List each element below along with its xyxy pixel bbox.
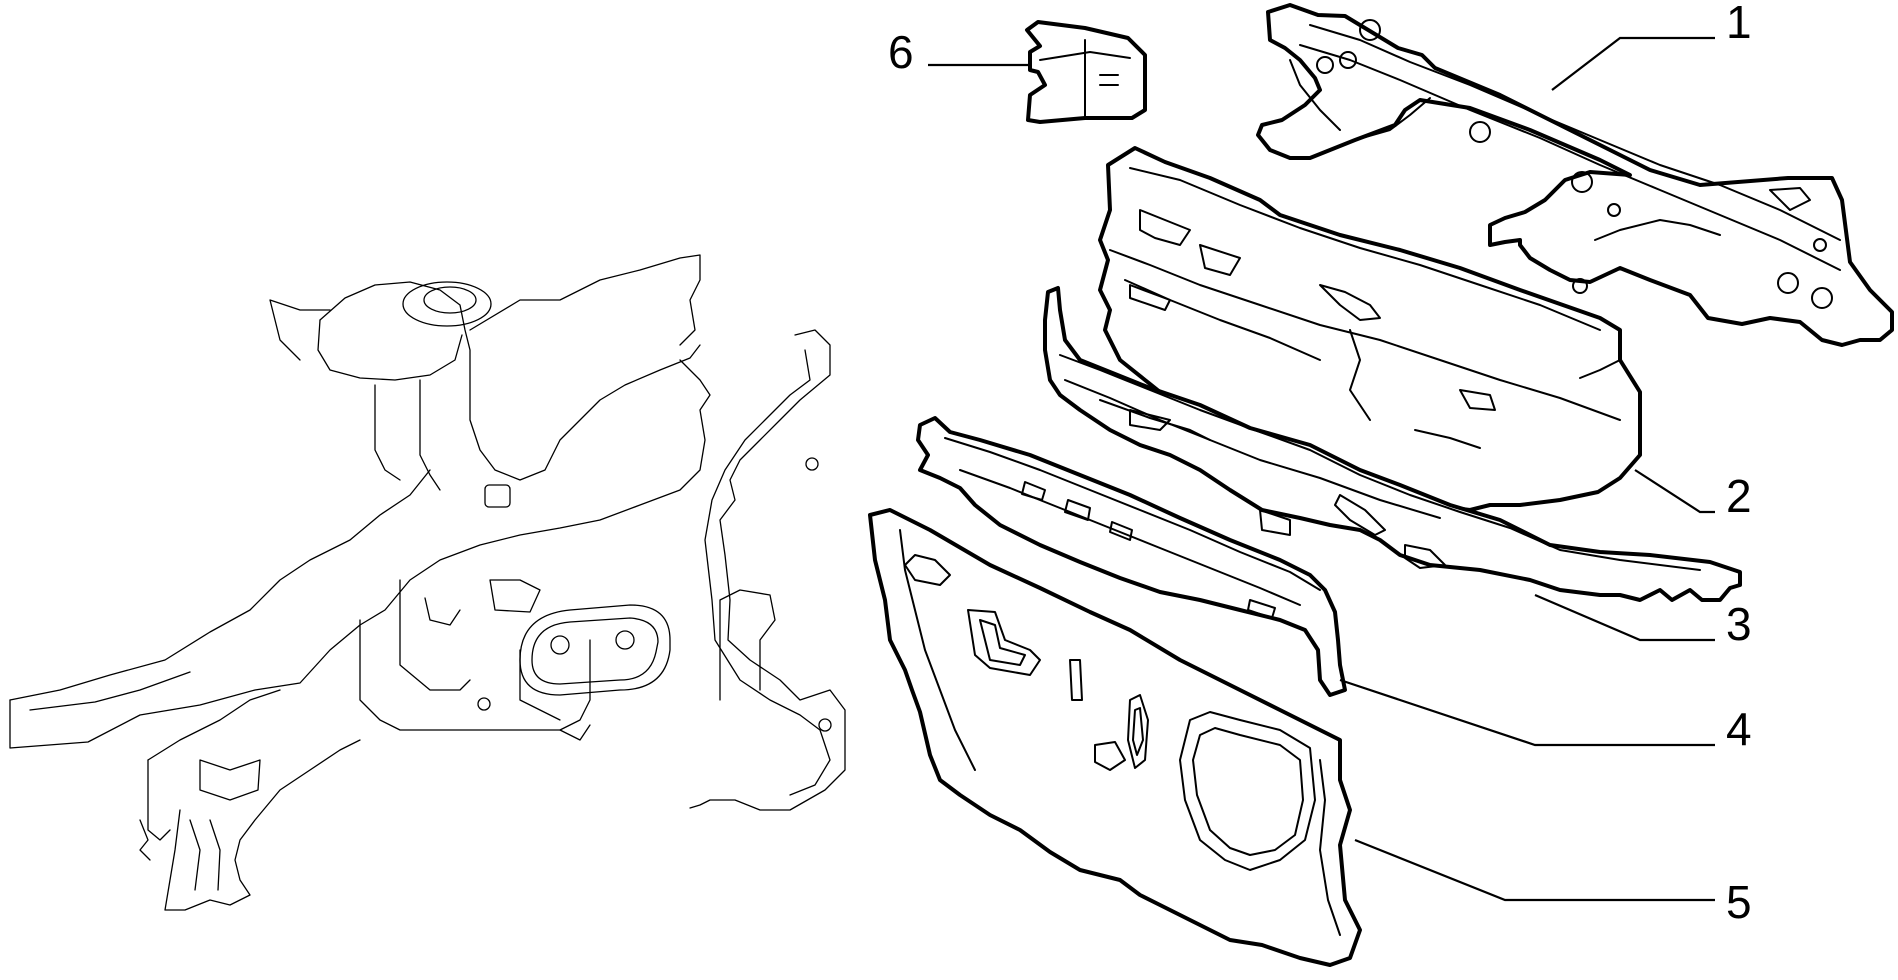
part-5-dash-panel (868, 508, 1362, 967)
part-6-small-bracket (1025, 20, 1147, 124)
callout-labels: 1 2 3 4 5 6 (888, 0, 1752, 928)
callout-4: 4 (1726, 703, 1752, 755)
callout-6: 6 (888, 26, 914, 78)
front-frame-assembly (9, 254, 846, 911)
part-1-upper-cross-member (1256, 3, 1894, 347)
part-3-dash-mid-rail (1043, 286, 1742, 602)
callout-3: 3 (1726, 598, 1752, 650)
leader-line-2 (1634, 469, 1715, 514)
callout-5: 5 (1726, 876, 1752, 928)
callout-2: 2 (1726, 470, 1752, 522)
leader-line-4 (1339, 678, 1715, 747)
part-4-dash-lower-channel (916, 416, 1347, 697)
leader-lines (928, 36, 1715, 902)
leader-line-1 (1551, 36, 1715, 91)
leader-line-3 (1534, 593, 1715, 642)
leader-line-5 (1354, 838, 1715, 902)
callout-1: 1 (1726, 0, 1752, 48)
